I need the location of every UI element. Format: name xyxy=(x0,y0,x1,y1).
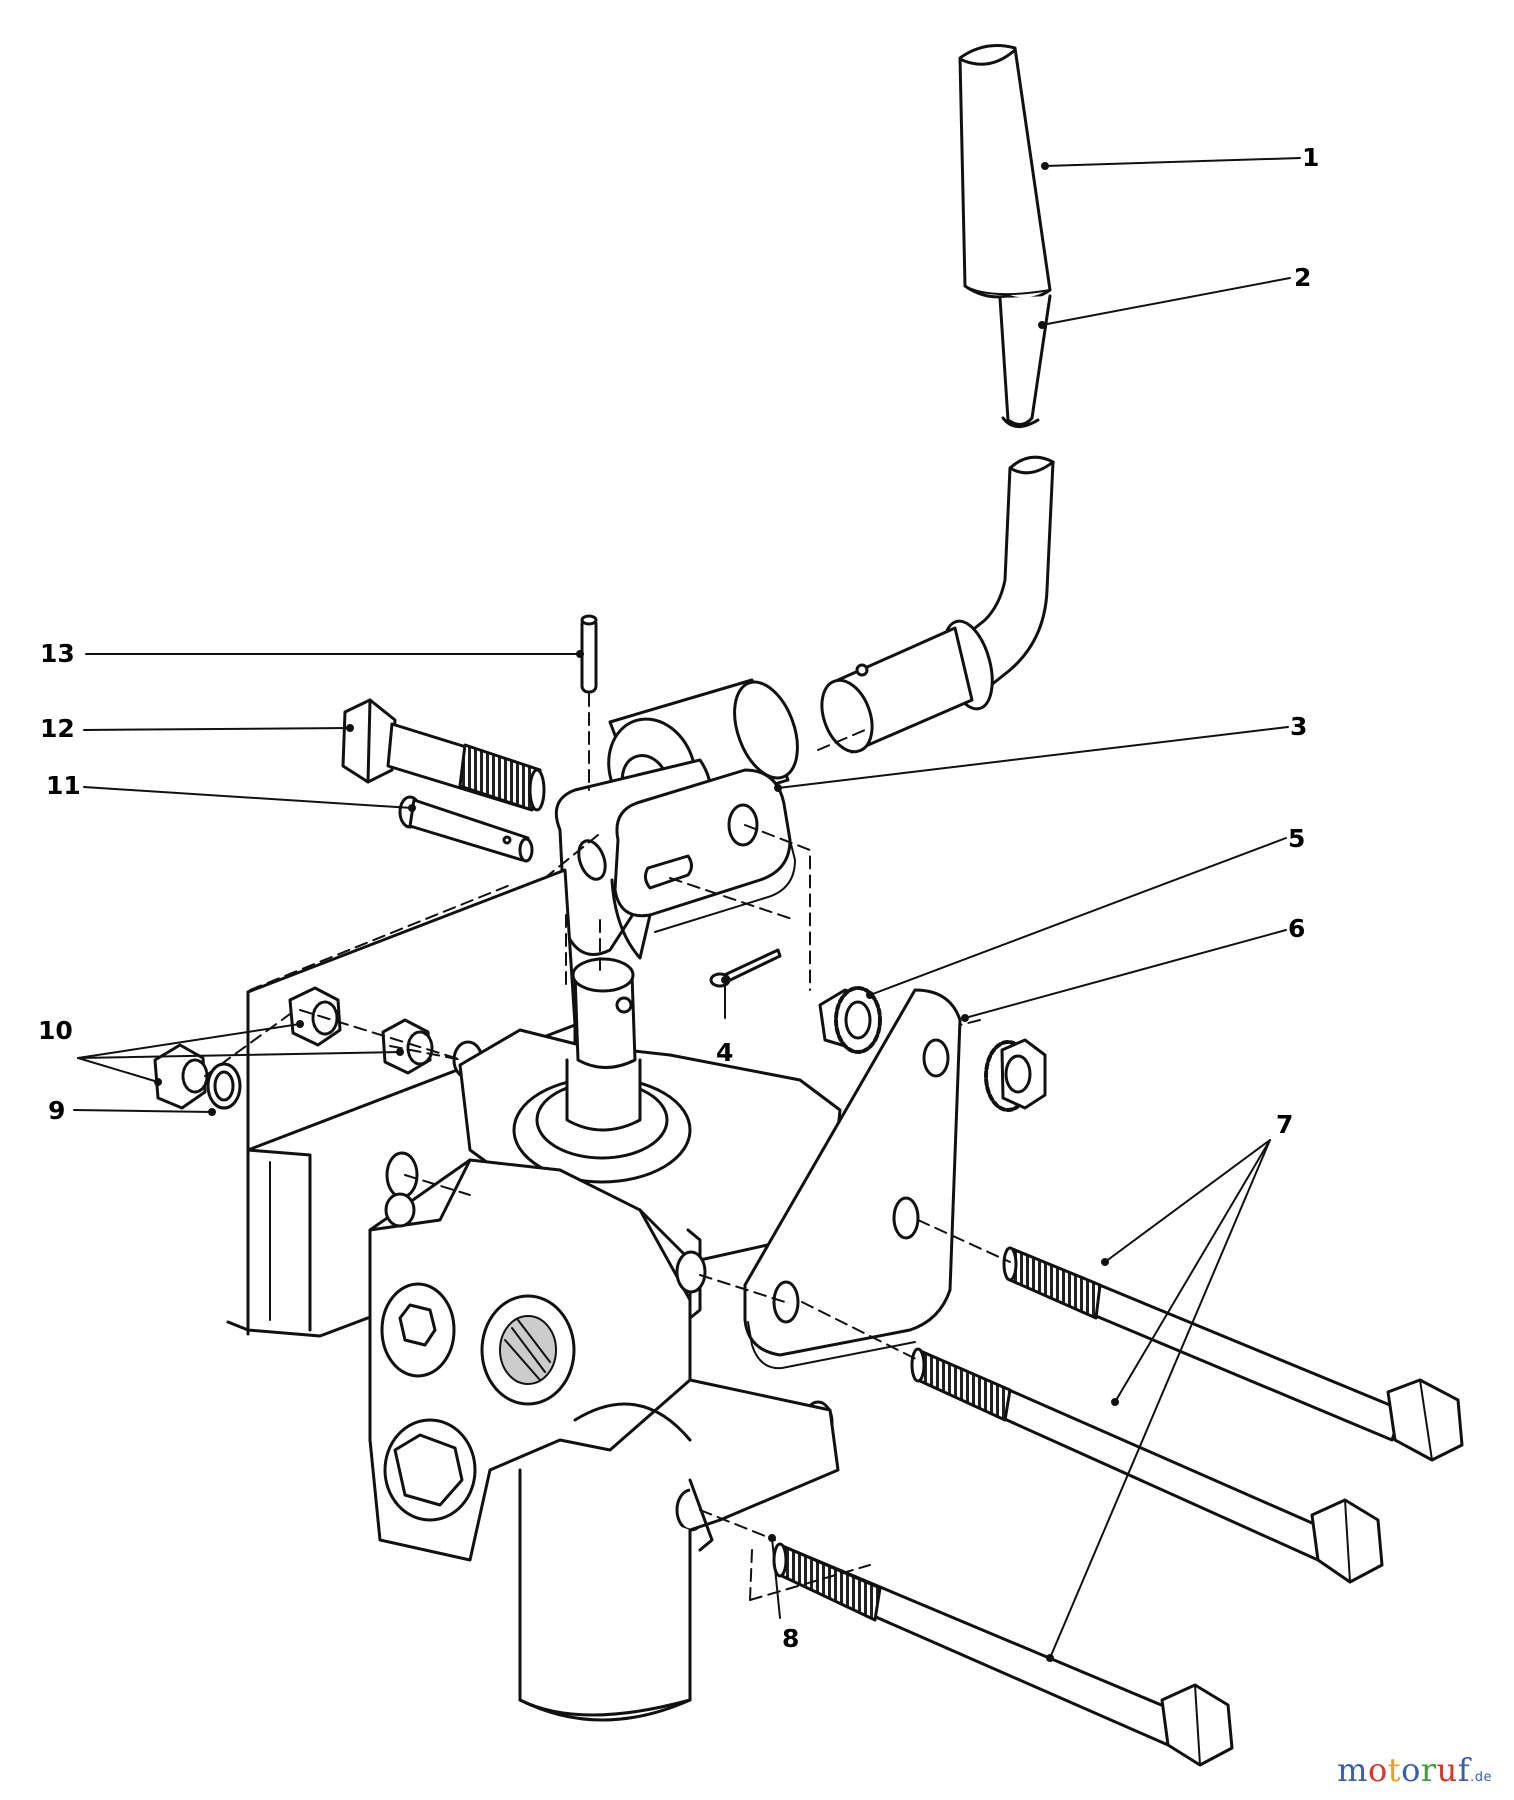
clevis-pin xyxy=(398,795,534,863)
long-bolt-middle xyxy=(910,1347,1384,1584)
lever-grip xyxy=(958,44,1052,301)
hex-nut-loose xyxy=(153,1043,209,1110)
callout-3: 3 xyxy=(1290,712,1308,741)
callout-4: 4 xyxy=(716,1038,734,1067)
callout-13: 13 xyxy=(40,639,75,668)
watermark-letter: o xyxy=(1367,1751,1388,1789)
hex-nut-top xyxy=(288,986,342,1047)
callout-1: 1 xyxy=(1302,143,1320,172)
callout-5: 5 xyxy=(1288,824,1306,853)
lever-rod-lower xyxy=(820,455,1055,754)
long-bolt-upper xyxy=(1002,1246,1464,1462)
callout-11: 11 xyxy=(46,771,81,800)
callout-8: 8 xyxy=(782,1624,800,1653)
hex-nut-mid xyxy=(381,1018,434,1075)
long-bolt-lower xyxy=(772,1542,1234,1767)
mounting-bracket xyxy=(743,988,962,1370)
hex-nut-with-washer xyxy=(984,1038,1047,1112)
lock-washer xyxy=(206,1062,242,1110)
link-plate-front xyxy=(610,768,796,960)
leader-lines xyxy=(73,157,1301,1662)
watermark-suffix: .de xyxy=(1470,1770,1492,1785)
callout-6: 6 xyxy=(1288,914,1306,943)
roll-pin xyxy=(580,614,598,694)
callout-10: 10 xyxy=(38,1016,73,1045)
watermark-letter: o xyxy=(1401,1751,1421,1789)
watermark-letter: f xyxy=(1457,1751,1471,1789)
hex-bolt xyxy=(341,698,546,812)
control-valve-body xyxy=(368,957,842,1722)
watermark-letter: m xyxy=(1337,1751,1368,1789)
lever-rod-upper xyxy=(998,294,1052,428)
watermark-letter: u xyxy=(1436,1751,1458,1789)
callout-7: 7 xyxy=(1276,1110,1294,1139)
lock-nut-with-washer xyxy=(818,986,882,1054)
callout-12: 12 xyxy=(40,714,75,743)
assembly-lines xyxy=(204,693,1011,1601)
watermark-letter: r xyxy=(1420,1751,1437,1789)
callout-9: 9 xyxy=(48,1096,66,1125)
watermark-logo: motoruf.de xyxy=(1337,1754,1492,1786)
callout-2: 2 xyxy=(1294,263,1312,292)
watermark-letter: t xyxy=(1387,1751,1402,1789)
